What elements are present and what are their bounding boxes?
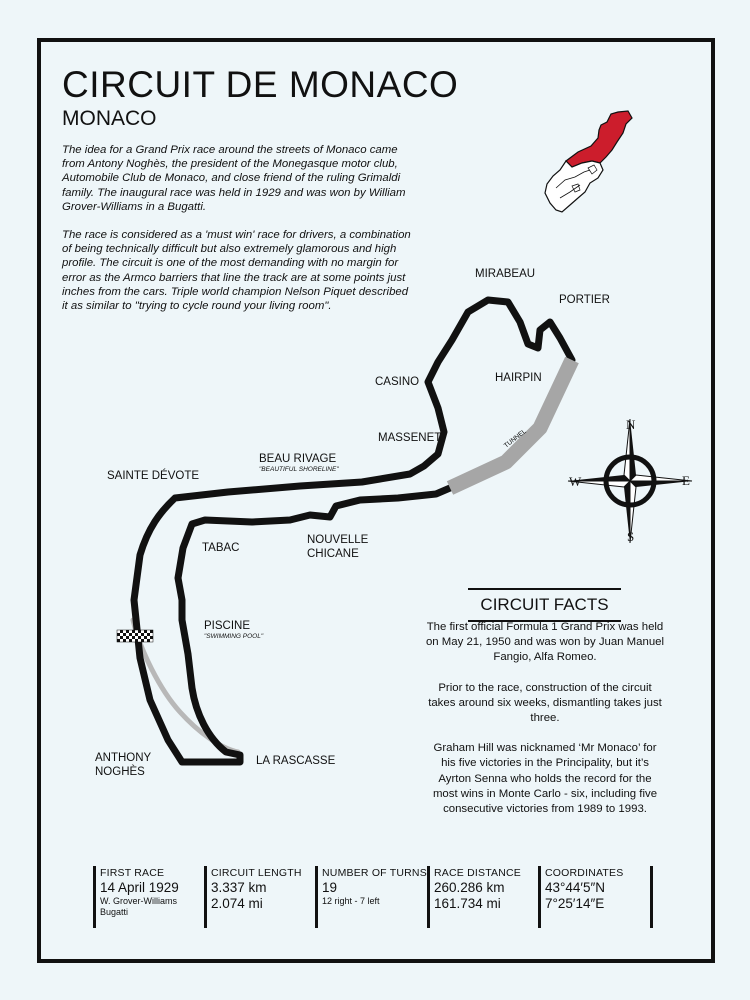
start-finish-flag <box>116 629 154 643</box>
poster-title: CIRCUIT DE MONACO <box>62 64 459 105</box>
corner-label-portier: PORTIER <box>559 294 610 306</box>
stat-label: RACE DISTANCE <box>434 867 521 879</box>
stat-label: NUMBER OF TURNS <box>322 867 427 879</box>
stat-label: CIRCUIT LENGTH <box>211 867 302 879</box>
monaco-territory-map <box>544 110 633 213</box>
tunnel-section <box>446 356 579 495</box>
stat-circuit-length: CIRCUIT LENGTH 3.337 km 2.074 mi <box>204 866 315 928</box>
fact-item: Prior to the race, construction of the c… <box>428 681 662 725</box>
corner-label-chicane: CHICANE <box>307 548 359 560</box>
compass-e-label: E <box>682 473 690 488</box>
stat-value: 3.337 km <box>211 880 267 895</box>
corner-label-anthony: ANTHONY <box>95 752 152 764</box>
stats-end-divider <box>650 866 653 928</box>
stat-note: W. Grover-Williams <box>100 896 177 906</box>
stat-value: 161.734 mi <box>434 896 501 911</box>
corner-label-massenet: MASSENET <box>378 432 442 444</box>
stat-note: Bugatti <box>100 907 129 917</box>
fact-item: The first official Formula 1 Grand Prix … <box>425 621 665 664</box>
stat-value: 19 <box>322 880 338 895</box>
corner-note-beau-rivage: "BEAUTIFUL SHORELINE" <box>259 466 339 473</box>
stats-bar: FIRST RACE 14 April 1929 W. Grover-Willi… <box>93 866 653 928</box>
stat-label: COORDINATES <box>545 867 624 879</box>
circuit-facts: The first official Formula 1 Grand Prix … <box>425 620 665 832</box>
stat-value: 2.074 mi <box>211 896 263 911</box>
stat-label: FIRST RACE <box>100 867 165 879</box>
intro-paragraph: The race is considered as a 'must win' r… <box>62 229 411 313</box>
stat-first-race: FIRST RACE 14 April 1929 W. Grover-Willi… <box>93 866 204 928</box>
corner-label-sainte-devote: SAINTE DÉVOTE <box>107 470 200 482</box>
stat-number-of-turns: NUMBER OF TURNS 19 12 right - 7 left <box>315 866 427 928</box>
poster-frame <box>37 38 715 963</box>
poster-subtitle: MONACO <box>62 107 157 130</box>
stat-coordinates: COORDINATES 43°44′5″N 7°25′14″E <box>538 866 650 928</box>
compass-rose <box>567 418 693 544</box>
corner-label-tabac: TABAC <box>202 542 240 554</box>
territory-red-part <box>565 110 633 168</box>
compass-s-label: S <box>627 529 635 544</box>
compass-w-label: W <box>569 474 582 489</box>
corner-label-casino: CASINO <box>375 376 420 388</box>
corner-label-la-rascasse: LA RASCASSE <box>256 755 336 767</box>
stat-note: 12 right - 7 left <box>322 896 380 906</box>
fact-item: Graham Hill was nicknamed ‘Mr Monaco’ fo… <box>432 742 658 816</box>
circuit-facts-heading: CIRCUIT FACTS <box>468 588 621 622</box>
track-outline <box>130 296 576 766</box>
corner-label-mirabeau: MIRABEAU <box>475 268 536 280</box>
corner-label-beau-rivage: BEAU RIVAGE <box>259 453 337 465</box>
intro-paragraph: The idea for a Grand Prix race around th… <box>62 144 406 213</box>
corner-label-nouvelle: NOUVELLE <box>307 534 369 546</box>
intro-text: The idea for a Grand Prix race around th… <box>62 143 412 327</box>
corner-label-piscine: PISCINE <box>204 620 251 632</box>
territory-white-part <box>544 160 604 213</box>
corner-label-hairpin: HAIRPIN <box>495 372 542 384</box>
compass-n-label: N <box>626 417 636 432</box>
corner-label-noghes: NOGHÈS <box>95 766 145 778</box>
corner-note-piscine: "SWIMMING POOL" <box>204 633 264 640</box>
stat-value: 260.286 km <box>434 880 505 895</box>
stat-race-distance: RACE DISTANCE 260.286 km 161.734 mi <box>427 866 538 928</box>
stat-value: 43°44′5″N <box>545 880 605 895</box>
stat-value: 7°25′14″E <box>545 896 605 911</box>
stat-value: 14 April 1929 <box>100 880 179 895</box>
